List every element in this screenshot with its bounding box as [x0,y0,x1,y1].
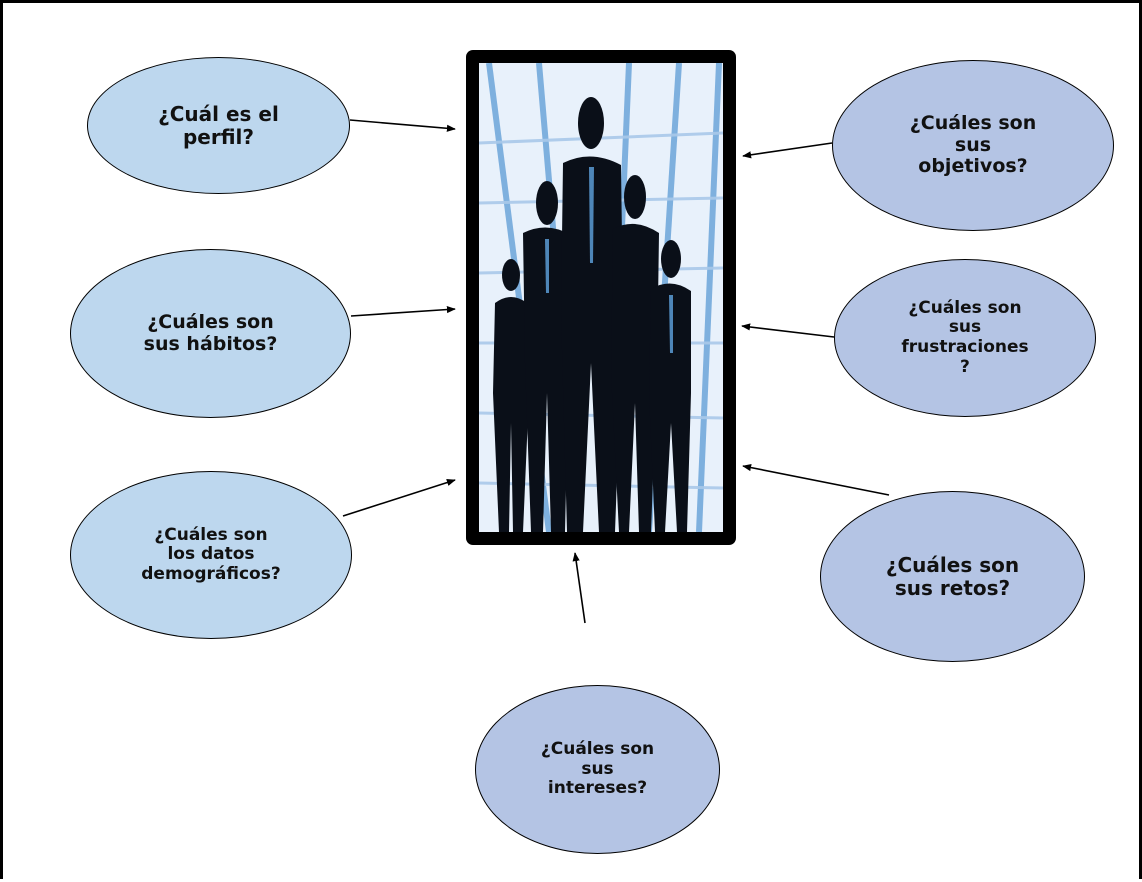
arrow-habitos [350,305,456,317]
bubble-demograficos-text: ¿Cuáles son los datos demográficos? [141,524,281,584]
bubble-intereses-text: ¿Cuáles son sus intereses? [540,739,655,799]
bubble-retos-text: ¿Cuáles son sus retos? [885,552,1020,600]
bubble-intereses: ¿Cuáles son sus intereses? [475,685,720,854]
arrow-objetivos [742,142,833,159]
arrow-retos [742,464,890,496]
bubble-habitos: ¿Cuáles son sus hábitos? [70,249,351,418]
business-people-silhouette-icon [479,63,723,532]
arrow-intereses [572,552,586,624]
bubble-perfil: ¿Cuál es el perfil? [87,57,350,194]
bubble-retos: ¿Cuáles son sus retos? [820,491,1085,662]
bubble-habitos-text: ¿Cuáles son sus hábitos? [143,310,278,355]
bubble-frustraciones: ¿Cuáles son sus frustraciones ? [834,259,1096,417]
bubble-frustraciones-text: ¿Cuáles son sus frustraciones ? [901,297,1029,377]
bubble-objetivos: ¿Cuáles son sus objetivos? [832,60,1114,231]
connector-arrows [342,119,890,624]
arrow-frustraciones [741,323,835,338]
arrow-perfil [349,119,456,132]
bubble-demograficos: ¿Cuáles son los datos demográficos? [70,471,352,639]
center-photo-frame [466,50,736,545]
arrow-demograficos [342,479,456,517]
bubble-objetivos-text: ¿Cuáles son sus objetivos? [909,111,1037,178]
bubble-perfil-text: ¿Cuál es el perfil? [158,101,279,149]
